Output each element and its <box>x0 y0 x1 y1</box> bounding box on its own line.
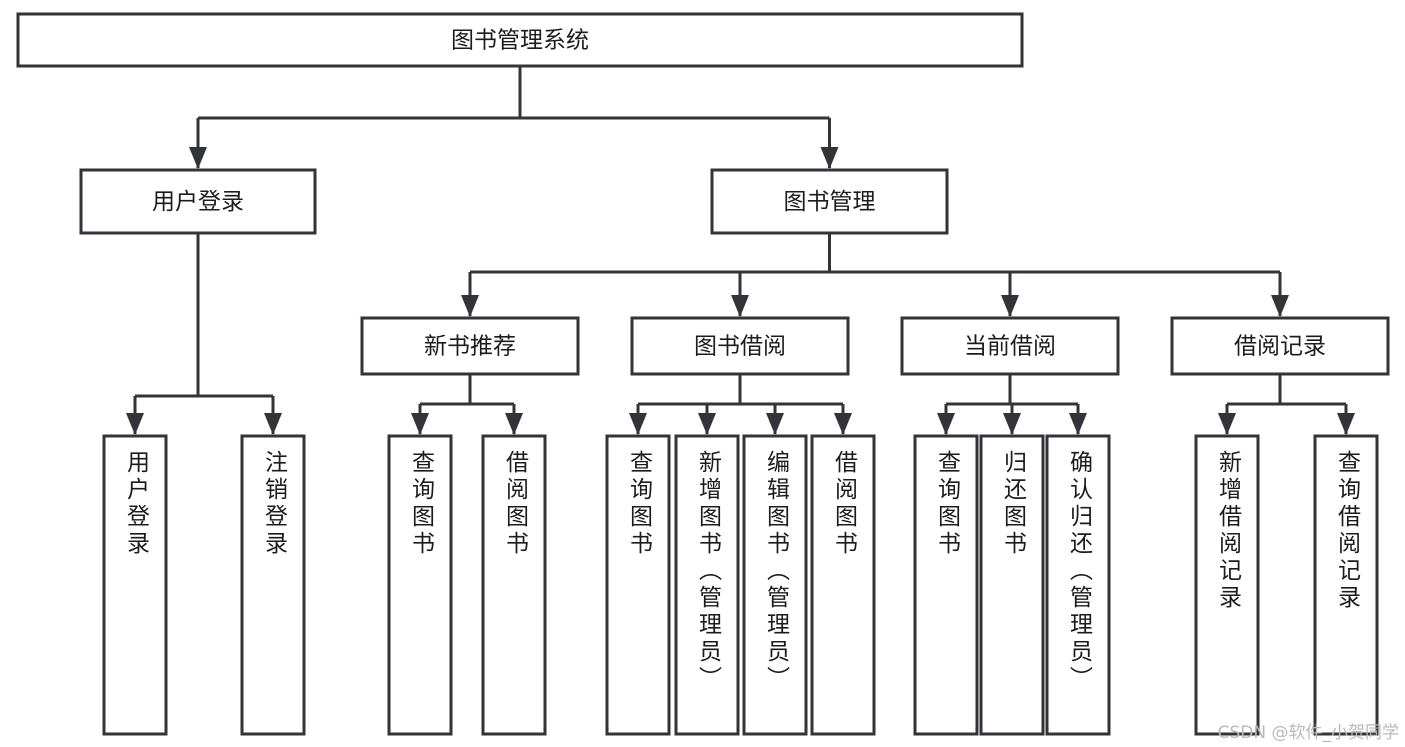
node-book-borrow-label: 图书借阅 <box>694 334 786 360</box>
node-book-management-label: 图书管理 <box>784 189 876 215</box>
node-leaf-user-logout-box <box>240 434 306 736</box>
node-book-borrow-box <box>630 316 850 376</box>
arrow-head-icon <box>411 413 429 435</box>
node-user-login-box <box>79 168 317 235</box>
arrow-head-icon <box>189 147 207 169</box>
node-leaf-add-book-box <box>674 434 740 736</box>
node-leaf-return-book-box <box>979 434 1045 736</box>
node-leaf-user-logout[interactable]: 注销登录 <box>240 434 306 736</box>
node-leaf-add-record-label: 新增借阅记录 <box>1215 450 1243 612</box>
node-user-login-label: 用户登录 <box>152 189 244 215</box>
arrow-head-icon <box>1218 413 1236 435</box>
arrow-head-icon <box>1069 413 1087 435</box>
node-leaf-edit-book[interactable]: 编辑图书（管理员） <box>742 434 808 736</box>
node-leaf-return-book[interactable]: 归还图书 <box>979 434 1045 736</box>
node-leaf-query-book-3[interactable]: 查询图书 <box>913 434 979 736</box>
node-leaf-query-record-label: 查询借阅记录 <box>1334 450 1362 612</box>
node-current-borrow[interactable]: 当前借阅 <box>900 316 1120 376</box>
node-book-management-box <box>710 168 949 235</box>
connector-layer <box>126 66 1355 435</box>
node-leaf-add-book-label: 新增图书（管理员） <box>695 450 723 693</box>
node-new-book-recommend-box <box>360 316 580 376</box>
node-new-book-recommend[interactable]: 新书推荐 <box>360 316 580 376</box>
arrow-head-icon <box>698 413 716 435</box>
arrow-head-icon <box>1271 295 1289 317</box>
node-leaf-confirm-return-box <box>1045 434 1111 736</box>
node-root[interactable]: 图书管理系统 <box>16 12 1024 68</box>
node-borrow-record-box <box>1170 316 1390 376</box>
node-leaf-user-login-box <box>102 434 168 736</box>
node-new-book-recommend-label: 新书推荐 <box>424 334 516 360</box>
node-leaf-edit-book-label: 编辑图书（管理员） <box>763 450 791 693</box>
node-leaf-borrow-book-1-label: 借阅图书 <box>502 450 530 558</box>
node-leaf-add-record-box <box>1194 434 1260 736</box>
node-leaf-user-logout-label: 注销登录 <box>261 450 289 558</box>
arrow-head-icon <box>126 413 144 435</box>
node-leaf-query-book-2[interactable]: 查询图书 <box>605 434 671 736</box>
arrow-head-icon <box>820 147 839 169</box>
node-leaf-query-book-2-label: 查询图书 <box>626 450 654 558</box>
node-borrow-record-label: 借阅记录 <box>1234 334 1326 360</box>
arrow-head-icon <box>629 413 647 435</box>
node-leaf-query-book-1[interactable]: 查询图书 <box>387 434 453 736</box>
arrow-head-icon <box>505 413 523 435</box>
arrow-head-icon <box>766 413 784 435</box>
node-leaf-query-record-box <box>1313 434 1379 736</box>
node-current-borrow-box <box>900 316 1120 376</box>
node-leaf-confirm-return-label: 确认归还（管理员） <box>1066 450 1094 693</box>
node-leaf-borrow-book-1-box <box>481 434 547 736</box>
node-leaf-borrow-book-2-box <box>810 434 876 736</box>
node-leaf-return-book-label: 归还图书 <box>1000 450 1028 558</box>
arrow-head-icon <box>1003 413 1021 435</box>
node-book-management[interactable]: 图书管理 <box>710 168 949 235</box>
arrow-head-icon <box>1337 413 1355 435</box>
arrow-head-icon <box>461 295 479 317</box>
node-book-borrow[interactable]: 图书借阅 <box>630 316 850 376</box>
node-root-box <box>16 12 1024 68</box>
node-leaf-borrow-book-2[interactable]: 借阅图书 <box>810 434 876 736</box>
arrow-head-icon <box>1001 295 1019 317</box>
arrow-head-icon <box>834 413 852 435</box>
node-leaf-query-book-1-box <box>387 434 453 736</box>
node-root-label: 图书管理系统 <box>451 28 589 54</box>
node-leaf-query-record[interactable]: 查询借阅记录 <box>1313 434 1379 736</box>
arrow-head-icon <box>731 295 749 317</box>
node-leaf-query-book-1-label: 查询图书 <box>408 450 436 558</box>
node-leaf-borrow-book-1[interactable]: 借阅图书 <box>481 434 547 736</box>
node-leaf-add-book[interactable]: 新增图书（管理员） <box>674 434 740 736</box>
node-leaf-user-login-label: 用户登录 <box>123 450 151 558</box>
node-borrow-record[interactable]: 借阅记录 <box>1170 316 1390 376</box>
node-leaf-edit-book-box <box>742 434 808 736</box>
node-leaf-user-login[interactable]: 用户登录 <box>102 434 168 736</box>
arrow-head-icon <box>937 413 955 435</box>
watermark-label: CSDN @软件_小贺同学 <box>1217 723 1399 743</box>
node-layer: 图书管理系统用户登录图书管理新书推荐图书借阅当前借阅借阅记录用户登录注销登录查询… <box>16 12 1390 736</box>
node-leaf-query-book-2-box <box>605 434 671 736</box>
node-leaf-confirm-return[interactable]: 确认归还（管理员） <box>1045 434 1111 736</box>
node-user-login[interactable]: 用户登录 <box>79 168 317 235</box>
node-leaf-borrow-book-2-label: 借阅图书 <box>831 450 859 558</box>
node-leaf-add-record[interactable]: 新增借阅记录 <box>1194 434 1260 736</box>
node-current-borrow-label: 当前借阅 <box>964 334 1056 360</box>
arrow-head-icon <box>264 413 282 435</box>
node-leaf-query-book-3-label: 查询图书 <box>934 450 962 558</box>
node-leaf-query-book-3-box <box>913 434 979 736</box>
